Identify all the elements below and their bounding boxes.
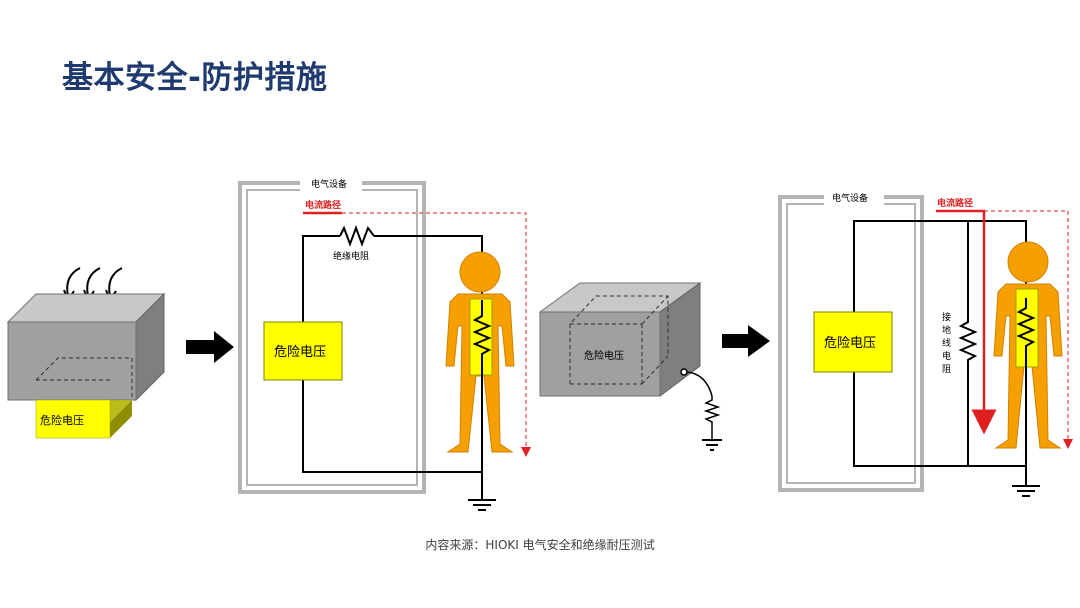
equipment-label-1: 电气设备 <box>311 178 347 190</box>
ground-resistance-label: 接 地 线 电 阻 <box>942 311 954 375</box>
ground-icon-2 <box>1012 485 1040 497</box>
enclosure-box-2: 危险电压 <box>538 282 702 397</box>
current-path-line-2b <box>984 210 1073 449</box>
danger-voltage-block-1: 危险电压 <box>35 399 132 439</box>
equipment-frame-2 <box>778 195 924 492</box>
slide-title: 基本安全-防护措施 <box>62 60 328 96</box>
current-path-line-2a <box>971 209 997 435</box>
danger-voltage-box-2: 危险电压 <box>263 321 343 381</box>
equipment-frame-1 <box>238 181 426 494</box>
step-arrow-1 <box>186 331 234 363</box>
current-path-label-2: 电流路径 <box>937 197 973 209</box>
danger-voltage-label-1: 危险电压 <box>40 413 84 427</box>
danger-voltage-label-2: 危险电压 <box>274 345 326 360</box>
danger-voltage-box-4: 危险电压 <box>813 311 893 373</box>
ground-icon-1 <box>468 499 496 511</box>
source-note: 内容来源：HIOKI 电气安全和绝缘耐压测试 <box>425 538 655 552</box>
danger-voltage-label-4: 危险电压 <box>824 336 876 351</box>
step-arrow-2 <box>722 325 770 357</box>
ground-connection-icon <box>680 368 722 451</box>
danger-voltage-label-3: 危险电压 <box>584 349 624 362</box>
enclosure-box-1 <box>6 292 166 402</box>
equipment-label-2: 电气设备 <box>832 192 868 204</box>
current-path-line-1 <box>342 212 531 457</box>
current-path-label-1: 电流路径 <box>305 199 341 211</box>
insulation-resistance-label: 绝缘电阻 <box>333 250 369 262</box>
